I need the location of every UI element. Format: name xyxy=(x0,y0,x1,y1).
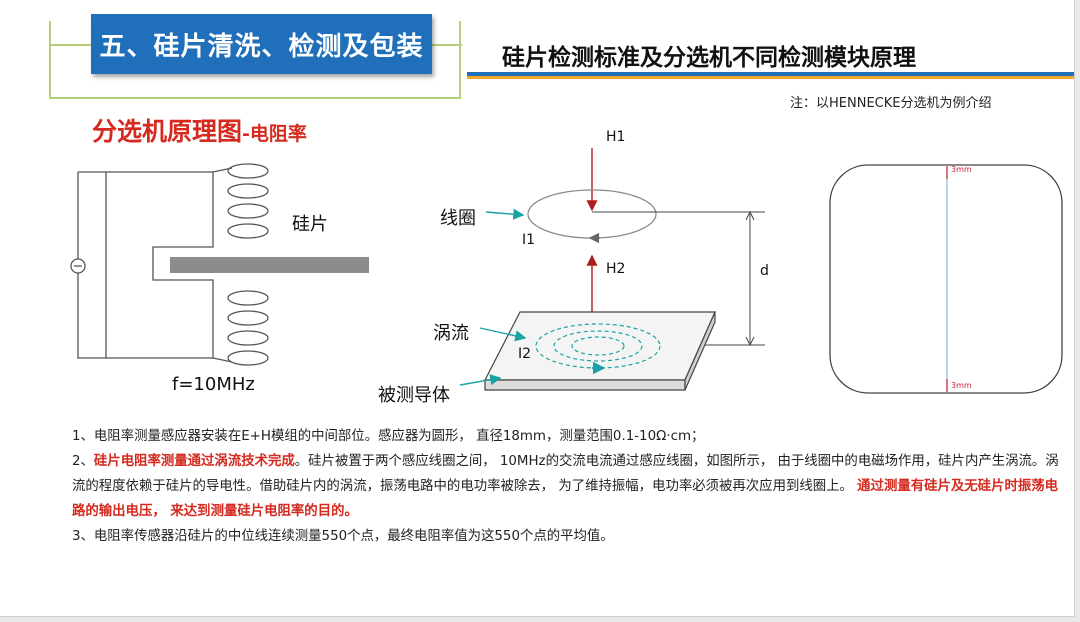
coil-loop-upper xyxy=(227,203,269,219)
conductor-plate-side xyxy=(684,311,716,391)
margin-top-label: 3mm xyxy=(951,165,972,174)
title-frame-line xyxy=(49,44,91,46)
coil-loop-lower xyxy=(227,330,269,346)
i2-label: I2 xyxy=(518,346,532,362)
title-frame xyxy=(49,21,461,99)
eddy-ring-outer xyxy=(535,323,661,369)
eddy-diagram xyxy=(459,148,765,391)
i1-label: I1 xyxy=(522,232,536,248)
coil-loop-upper xyxy=(227,183,269,199)
coil-circuit xyxy=(70,163,269,366)
eddy-label: 涡流 xyxy=(433,323,469,344)
description-text: 1、电阻率测量感应器安装在E+H模组的中间部位。感应器为圆形， 直径18mm，测… xyxy=(72,424,1062,549)
diagram-title-main: 分选机原理图 xyxy=(92,117,243,146)
conductor-label: 被测导体 xyxy=(378,385,450,406)
wafer-shape xyxy=(170,257,369,273)
frequency-label: f=10MHz xyxy=(172,374,255,395)
wafer-label: 硅片 xyxy=(292,214,328,235)
circuit-wire-bottom xyxy=(106,357,233,363)
note-text: 注：以HENNECKE分选机为例介绍 xyxy=(790,96,992,111)
coil-loop-lower xyxy=(227,290,269,306)
paragraph-2: 2、硅片电阻率测量通过涡流技术完成。硅片被置于两个感应线圈之间， 10MHz的交… xyxy=(72,449,1062,524)
d-arrow-top xyxy=(745,210,755,221)
section-title-box: 五、硅片清洗、检测及包装 xyxy=(91,14,432,74)
wafer-outline xyxy=(829,164,1063,394)
paragraph-2-highlight-2: 通过测量有硅片及无硅片时振荡电路的输出电压， 来达到测量硅片电阻率的目的。 xyxy=(72,479,1059,519)
margin-bottom-label: 3mm xyxy=(951,381,972,390)
paragraph-1: 1、电阻率测量感应器安装在E+H模组的中间部位。感应器为圆形， 直径18mm，测… xyxy=(72,429,705,444)
section-title: 五、硅片清洗、检测及包装 xyxy=(99,31,424,62)
eddy-ring-mid xyxy=(553,330,643,362)
circuit-wire-top xyxy=(106,167,233,173)
page-title: 硅片检测标准及分选机不同检测模块原理 xyxy=(502,45,916,71)
title-frame-line xyxy=(432,44,462,46)
diagram-title-sub: -电阻率 xyxy=(242,123,307,145)
paragraph-2-text: 。硅片被置于两个感应线圈之间， 10MHz的交流电流通过感应线圈，如图所示， 由… xyxy=(72,454,1059,494)
header-bar-blue xyxy=(467,72,1074,76)
d-label: d xyxy=(760,263,769,279)
principle-diagram xyxy=(70,148,1063,394)
h1-label: H1 xyxy=(606,129,626,145)
h2-label: H2 xyxy=(606,261,626,277)
diagram-title: 分选机原理图-电阻率 xyxy=(92,112,307,148)
conductor-plate-edge xyxy=(484,379,686,391)
coil-loop-upper xyxy=(227,223,269,239)
eddy-ring-inner xyxy=(571,336,625,356)
coil-loop-upper xyxy=(227,163,269,179)
paragraph-2-prefix: 2、 xyxy=(72,454,94,469)
d-arrow-bottom xyxy=(745,336,755,347)
paragraph-2-highlight: 硅片电阻率测量通过涡流技术完成 xyxy=(93,454,295,469)
coil-loop-lower xyxy=(227,310,269,326)
coil-bracket xyxy=(152,172,214,358)
conductor-pointer-arrow xyxy=(459,374,502,386)
coil-pointer-arrow xyxy=(485,208,525,220)
header-bar-orange xyxy=(467,76,1074,79)
coil-loop-lower xyxy=(227,350,269,366)
eddy-pointer-arrow xyxy=(479,327,527,342)
wafer-outline-shape xyxy=(829,164,1063,394)
coil-label: 线圈 xyxy=(440,208,476,229)
paragraph-3: 3、电阻率传感器沿硅片的中位线连续测量550个点，最终电阻率值为这550个点的平… xyxy=(72,529,614,544)
